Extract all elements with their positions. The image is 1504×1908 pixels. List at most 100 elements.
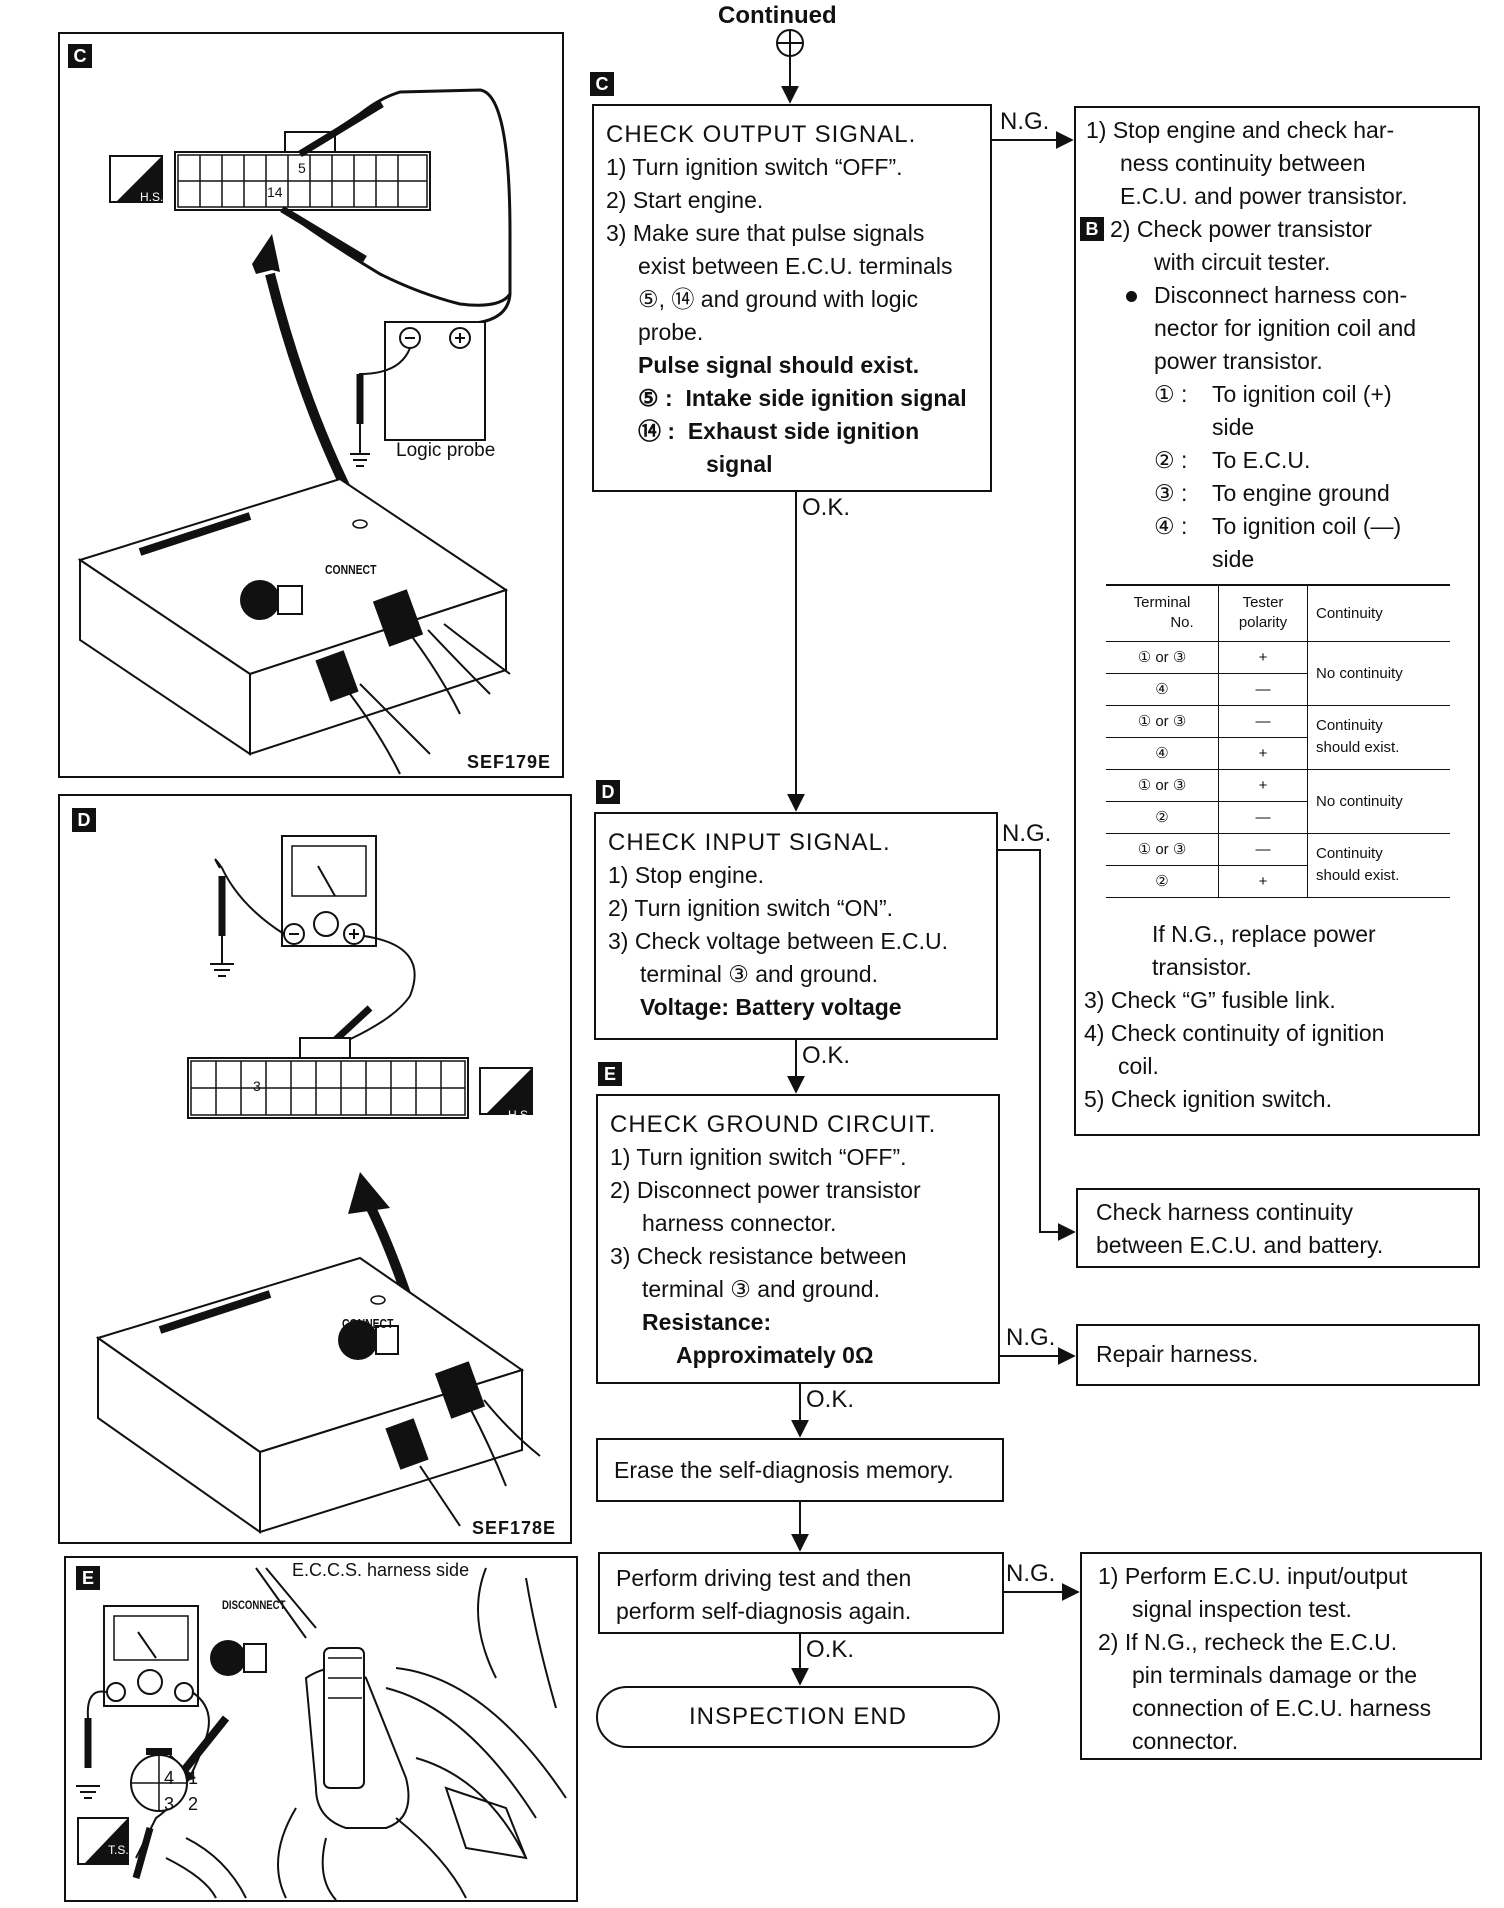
- c-bold-3-val: Exhaust side ignition: [687, 418, 920, 444]
- e-ok-label: O.K.: [806, 1386, 855, 1413]
- figure-d-pin3: 3: [253, 1078, 261, 1094]
- harness-line-2: between E.C.U. and battery.: [1096, 1232, 1384, 1258]
- erase-memory-text: Erase the self-diagnosis memory.: [614, 1457, 954, 1483]
- disconnect-label: DISCONNECT: [222, 1598, 286, 1612]
- d-bold: Voltage: Battery voltage: [640, 994, 902, 1020]
- pin-4-val2: side: [1212, 546, 1255, 572]
- b-bullet-2: nector for ignition coil and: [1154, 315, 1417, 341]
- e-pin2: 2: [188, 1794, 199, 1814]
- drive-line-1: Perform driving test and then: [616, 1565, 912, 1591]
- inspection-end-text: INSPECTION END: [688, 1703, 908, 1730]
- d-line-3: 3) Check voltage between E.C.U.: [608, 928, 949, 954]
- c-bold-3-key: ⑭ :: [638, 418, 676, 444]
- pin-4-key: ④ :: [1154, 513, 1188, 539]
- r7-cont-1: Continuity: [1316, 845, 1383, 862]
- th-continuity: Continuity: [1307, 585, 1450, 642]
- pin-2-val: To E.C.U.: [1212, 447, 1311, 473]
- r2-term: ④: [1106, 673, 1219, 706]
- pin-2-row: ② : To E.C.U.: [1086, 444, 1478, 477]
- ecu-line-3: 2) If N.G., recheck the E.C.U.: [1098, 1629, 1398, 1655]
- r3-cont-1: Continuity: [1316, 717, 1383, 734]
- r8-pol: +: [1218, 865, 1308, 898]
- ts-label: T.S.: [108, 1843, 129, 1857]
- check-ground-circuit-title: CHECK GROUND CIRCUIT.: [610, 1111, 937, 1138]
- drive-ng-label: N.G.: [1006, 1560, 1056, 1587]
- pin-3-key: ③ :: [1154, 480, 1188, 506]
- b-l2-1: 2) Check power transistor: [1110, 216, 1373, 242]
- c-bold-4: signal: [706, 451, 773, 477]
- logic-probe-label: Logic probe: [396, 440, 496, 461]
- b-l3-3: coil.: [1118, 1053, 1159, 1079]
- figure-c-connect-label: CONNECT: [325, 562, 377, 577]
- b-bullet-3: power transistor.: [1154, 348, 1323, 374]
- r1-cont: No continuity: [1307, 641, 1450, 706]
- figure-e-illustration: [76, 1567, 567, 1900]
- d-ok-label: O.K.: [802, 1042, 851, 1069]
- ecu-line-4: pin terminals damage or the: [1132, 1662, 1418, 1688]
- c-line-2: 2) Start engine.: [606, 187, 764, 213]
- r7-pol: —: [1218, 833, 1308, 866]
- th-polarity-2: polarity: [1238, 614, 1288, 632]
- e-bold-2: Approximately 0Ω: [676, 1342, 874, 1368]
- ecu-line-5: connection of E.C.U. harness: [1132, 1695, 1432, 1721]
- r4-term: ④: [1106, 737, 1219, 770]
- c-line-6: probe.: [638, 319, 704, 345]
- pin-1-val2: side: [1212, 414, 1255, 440]
- c-ng-label: N.G.: [1000, 108, 1050, 135]
- r6-pol: —: [1218, 801, 1308, 834]
- e-line-5: terminal ③ and ground.: [642, 1276, 880, 1302]
- r7-term: ① or ③: [1106, 833, 1219, 866]
- after-table-text: If N.G., replace power transistor. 3) Ch…: [1084, 918, 1384, 1116]
- bullet-icon: [1126, 291, 1137, 302]
- e-line-1: 1) Turn ignition switch “OFF”.: [610, 1144, 907, 1170]
- r3-pol: —: [1218, 705, 1308, 738]
- harness-continuity-box: Check harness continuity between E.C.U. …: [1076, 1188, 1480, 1268]
- e-line-2: 2) Disconnect power transistor: [610, 1177, 921, 1203]
- ecu-inspection-box: 1) Perform E.C.U. input/output signal in…: [1080, 1552, 1482, 1760]
- pin-2-key: ② :: [1154, 447, 1188, 473]
- e-pin3: 3: [164, 1794, 175, 1814]
- figure-c-tag: C: [68, 44, 92, 68]
- b-bullet-1-row: Disconnect harness con-: [1086, 279, 1478, 312]
- b-l2-1-row: B 2) Check power transistor: [1080, 213, 1478, 246]
- c-line-5: ⑤, ⑭ and ground with logic: [638, 286, 919, 312]
- pin-4-row: ④ : To ignition coil (—): [1086, 510, 1478, 543]
- b-l3-1: 3) Check “G” fusible link.: [1084, 987, 1336, 1013]
- c-bold-1: Pulse signal should exist.: [638, 352, 920, 378]
- flow-c-tag: C: [590, 72, 614, 96]
- r1-term: ① or ③: [1106, 641, 1219, 674]
- figure-d-hs-label: H.S.: [508, 1108, 532, 1122]
- pin-1-val: To ignition coil (+): [1212, 381, 1392, 407]
- d-ng-label: N.G.: [1002, 820, 1052, 847]
- repair-harness-box: Repair harness.: [1076, 1324, 1480, 1386]
- check-ground-circuit-box: CHECK GROUND CIRCUIT. 1) Turn ignition s…: [596, 1094, 1000, 1384]
- figure-c-hs-label: H.S.: [140, 190, 164, 204]
- erase-memory-box: Erase the self-diagnosis memory.: [596, 1438, 1004, 1502]
- e-bold-1: Resistance:: [642, 1309, 772, 1335]
- flow-e-tag: E: [598, 1062, 622, 1086]
- pin-4-val: To ignition coil (—): [1212, 513, 1402, 539]
- r6-term: ②: [1106, 801, 1219, 834]
- b-l2-2: with circuit tester.: [1154, 249, 1331, 275]
- figure-d-connect-label: CONNECT: [342, 1316, 394, 1331]
- continued-label: Continued: [718, 2, 837, 29]
- c-bold-3: ⑭ : Exhaust side ignition: [606, 415, 990, 448]
- check-output-signal-box: CHECK OUTPUT SIGNAL. 1) Turn ignition sw…: [592, 104, 992, 492]
- r8-term: ②: [1106, 865, 1219, 898]
- harness-line-1: Check harness continuity: [1096, 1199, 1353, 1225]
- pin-1-row: ① :To ignition coil (+): [1086, 378, 1478, 411]
- c-line-1: 1) Turn ignition switch “OFF”.: [606, 154, 903, 180]
- r5-term: ① or ③: [1106, 769, 1219, 802]
- figure-c-code: SEF179E: [467, 752, 552, 772]
- c-bold-2-val: Intake side ignition signal: [685, 385, 967, 411]
- r2-pol: —: [1218, 673, 1308, 706]
- figure-e-tag: E: [76, 1566, 100, 1590]
- d-line-1: 1) Stop engine.: [608, 862, 765, 888]
- d-line-2: 2) Turn ignition switch “ON”.: [608, 895, 894, 921]
- harness-side-label: E.C.C.S. harness side: [288, 1560, 474, 1581]
